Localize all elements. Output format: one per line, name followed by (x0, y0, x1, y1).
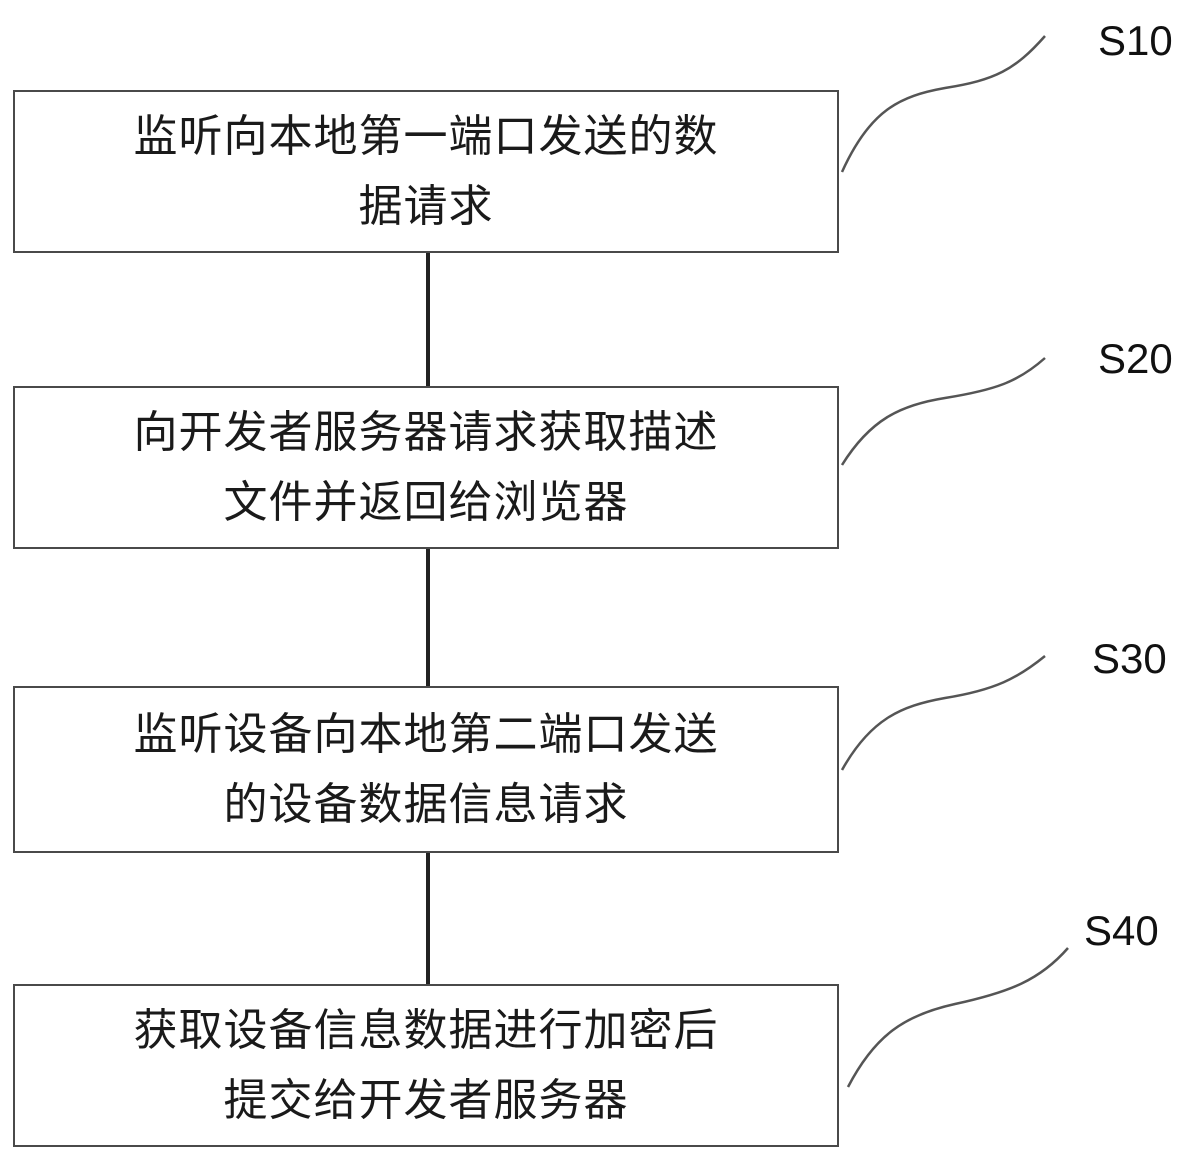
connector-s20-s30 (426, 549, 430, 686)
connector-s30-s40 (426, 853, 430, 984)
step-box-s40: 获取设备信息数据进行加密后 提交给开发者服务器 (13, 984, 839, 1147)
step-s10-text-line-2: 据请求 (358, 180, 494, 232)
step-label-s30: S30 (1092, 635, 1167, 682)
step-s40-text-line-2: 提交给开发者服务器 (223, 1074, 629, 1126)
step-box-s10: 监听向本地第一端口发送的数 据请求 (13, 90, 839, 253)
step-s30-text-line-2: 的设备数据信息请求 (223, 778, 629, 830)
step-s20-text-line-1: 向开发者服务器请求获取描述 (133, 406, 719, 458)
connector-s10-s20 (426, 253, 430, 386)
step-s20-text-line-2: 文件并返回给浏览器 (223, 476, 629, 528)
leader-line-s40 (846, 947, 1069, 1088)
step-s10-text-line-1: 监听向本地第一端口发送的数 (133, 110, 719, 162)
leader-line-s20 (840, 357, 1046, 466)
step-box-s20: 向开发者服务器请求获取描述 文件并返回给浏览器 (13, 386, 839, 549)
leader-line-s10 (840, 35, 1046, 173)
step-label-s20: S20 (1098, 335, 1173, 382)
step-box-s30: 监听设备向本地第二端口发送 的设备数据信息请求 (13, 686, 839, 853)
step-label-s40: S40 (1084, 907, 1159, 954)
step-label-s10: S10 (1098, 17, 1173, 64)
leader-line-s30 (840, 655, 1046, 771)
step-s40-text-line-1: 获取设备信息数据进行加密后 (133, 1004, 719, 1056)
step-s30-text-line-1: 监听设备向本地第二端口发送 (133, 708, 719, 760)
